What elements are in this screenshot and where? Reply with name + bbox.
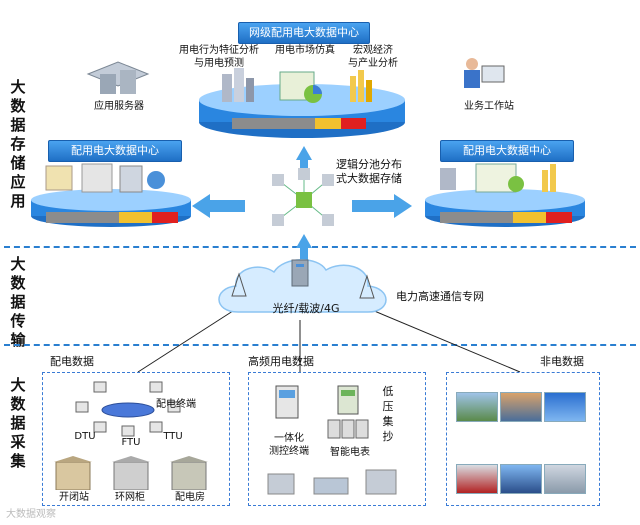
smart-meter-icon	[327, 419, 369, 439]
analytics-icons	[222, 68, 372, 103]
cloud-label: 光纤/载波/4G	[272, 302, 340, 315]
distribution-terminal-label: 配电终端	[156, 399, 196, 410]
hf-usage-title: 高频用电数据	[248, 355, 314, 368]
substation-icons	[54, 456, 208, 490]
arrow-left-icon	[192, 194, 245, 218]
thumb-gdp-image	[544, 392, 586, 422]
link-line	[359, 304, 521, 373]
arrow-up-icon	[296, 146, 312, 172]
station-label-ring-main: 环网柜	[115, 492, 145, 503]
layer-divider-top	[4, 246, 636, 248]
feature-behavior-analysis: 用电行为特征分析 与用电预测	[179, 45, 259, 69]
center-capacity-bar	[232, 118, 366, 129]
layer-transport-label: 大数据传输	[10, 255, 26, 349]
center-node-title: 网级配用电大数据中心	[238, 22, 370, 44]
building-icons	[267, 469, 397, 495]
tower-icon	[359, 274, 375, 299]
right-capacity-bar	[440, 212, 572, 223]
thumb-solar-image	[500, 464, 542, 494]
feature-market-simulation: 用电市场仿真	[275, 45, 335, 56]
thumb-building-image	[544, 464, 586, 494]
app-server-label: 应用服务器	[94, 101, 144, 112]
non-power-title: 非电数据	[540, 355, 584, 368]
right-node-title: 配用电大数据中心	[440, 140, 574, 162]
left-node-title: 配用电大数据中心	[48, 140, 182, 162]
layer-divider-bottom	[4, 344, 636, 346]
distribution-data-title: 配电数据	[50, 355, 94, 368]
station-label-distribution-room: 配电房	[175, 492, 205, 503]
ttu-label: TTU	[163, 431, 183, 442]
thumb-weather-image	[500, 392, 542, 422]
switch-icon	[291, 259, 309, 287]
low-voltage-reading-label: 低 压 集 抄	[382, 385, 394, 443]
device-integrated-terminal: 一体化 测控终端	[269, 433, 309, 457]
analytics-screen-icon	[440, 163, 556, 193]
network-name: 电力高速通信专网	[396, 290, 484, 303]
storage-cluster-icon	[272, 168, 334, 226]
layer-collection-label: 大数据采集	[10, 376, 26, 470]
document-stack-icon	[45, 163, 165, 193]
terminal-ring-diagram	[75, 381, 181, 437]
station-label-open-close: 开闭站	[59, 492, 89, 503]
left-capacity-bar	[46, 212, 178, 223]
tower-icon	[231, 272, 247, 297]
device-smart-meter: 智能电表	[330, 447, 370, 458]
thumb-vehicle-image	[456, 464, 498, 494]
meter-icons	[275, 385, 359, 419]
arrow-right-icon	[352, 194, 412, 218]
workstation-icon	[464, 58, 505, 88]
distributed-storage-label: 逻辑分池分布 式大数据存储	[336, 158, 402, 185]
feature-macro-economy: 宏观经济 与产业分析	[348, 45, 398, 69]
watermark: 大数据观察	[6, 509, 56, 520]
thumb-city-image	[456, 392, 498, 422]
arrow-up-icon	[296, 234, 312, 262]
layer-storage-app-label: 大数据存储应用	[10, 78, 26, 210]
ftu-label: FTU	[121, 437, 141, 448]
server-icon	[86, 61, 150, 94]
dtu-label: DTU	[74, 431, 96, 442]
workstation-label: 业务工作站	[464, 101, 514, 112]
